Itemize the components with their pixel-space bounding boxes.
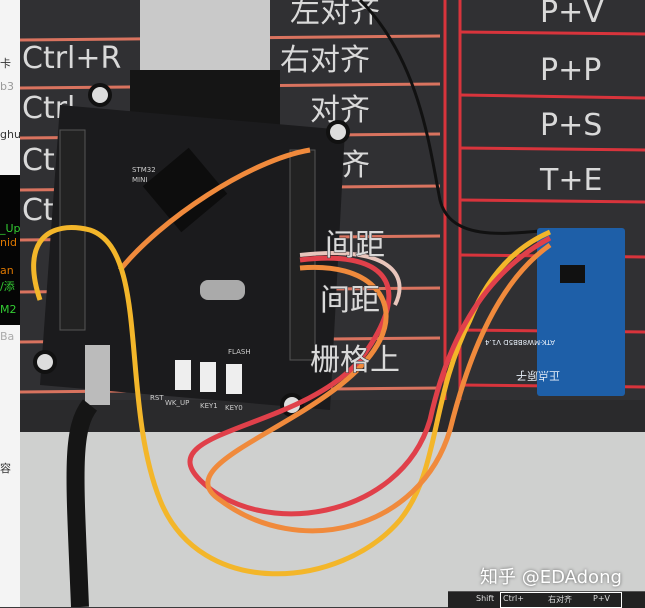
mat-edge — [20, 400, 645, 432]
mat-label: P+S — [540, 108, 602, 143]
orange-wire — [205, 242, 552, 534]
text-fragment: nid — [0, 236, 18, 249]
board-silk: WK_UP — [165, 399, 189, 407]
crystal — [200, 280, 245, 300]
text-fragment: b3 — [0, 80, 14, 93]
mat-label: 间距 — [325, 228, 385, 263]
reset-button — [175, 360, 191, 390]
text-fragment: M2 — [0, 303, 17, 316]
thumbnail-label: 右对齐 — [548, 595, 572, 604]
thumbnail-strip[interactable]: Shift Ctrl+ 右对齐 P+V — [448, 591, 645, 608]
white-wire — [299, 251, 402, 306]
text-fragment: _Up — [0, 222, 20, 235]
mat-label: P+V — [540, 0, 604, 30]
mat-label: Ctrl+R — [22, 41, 121, 76]
board-silk: KEY0 — [225, 404, 243, 412]
sensor-module — [537, 228, 625, 396]
text-fragment: 容 — [0, 462, 11, 475]
mat-label: P+P — [540, 53, 601, 88]
mat-label: 左对齐 — [290, 0, 380, 30]
key0-button — [226, 364, 242, 394]
mat-label: 间距 — [320, 283, 380, 318]
text-fragment: /添 — [0, 280, 15, 293]
thumbnail-label: Ctrl+ — [503, 594, 524, 603]
mount-hole — [88, 83, 112, 107]
board-silk: KEY1 — [200, 402, 218, 410]
mount-hole — [33, 350, 57, 374]
board-silk: RST — [150, 394, 164, 402]
text-fragment: ghu — [0, 128, 20, 141]
desk-surface — [20, 430, 645, 607]
text-fragment: an — [0, 264, 14, 277]
mat-label: 栅格上 — [310, 343, 400, 378]
watermark: 知乎 @EDAdong — [480, 567, 622, 588]
usb-plug — [85, 345, 110, 405]
board-silk: STM32 — [132, 166, 156, 174]
black-wire — [358, 0, 551, 235]
module-silk: ATK-MW8BB5D V1.4 — [485, 338, 555, 346]
mount-hole — [326, 120, 350, 144]
key1-button — [200, 362, 216, 392]
thumbnail-label: P+V — [593, 594, 610, 603]
mat-label: 右对齐 — [280, 43, 370, 78]
text-fragment: 卡 — [0, 57, 11, 70]
left-window-strip: 卡 b3 ghu _Up nid an /添 M2 Ba 容 — [0, 0, 20, 607]
sensor-chip — [560, 265, 585, 283]
mat-label: 齐 — [340, 148, 370, 183]
board-silk: FLASH — [228, 348, 251, 356]
mat-label: T+E — [539, 163, 602, 198]
text-fragment: Ba — [0, 330, 15, 343]
stm32-board — [40, 105, 345, 410]
orange-wire-board — [118, 147, 311, 272]
module-logo: 正点原子 — [516, 369, 560, 382]
mcu-chip — [142, 147, 228, 233]
board-silk: MINI — [132, 176, 147, 184]
usb-cable — [66, 399, 98, 607]
terminal-fragment — [0, 175, 20, 325]
photo-scene: Ctrl+R Ctrl Ctrl Ctrl 左对齐 右对齐 对齐 齐 P+V P… — [20, 0, 645, 607]
thumbnail-label: Shift — [476, 594, 495, 603]
